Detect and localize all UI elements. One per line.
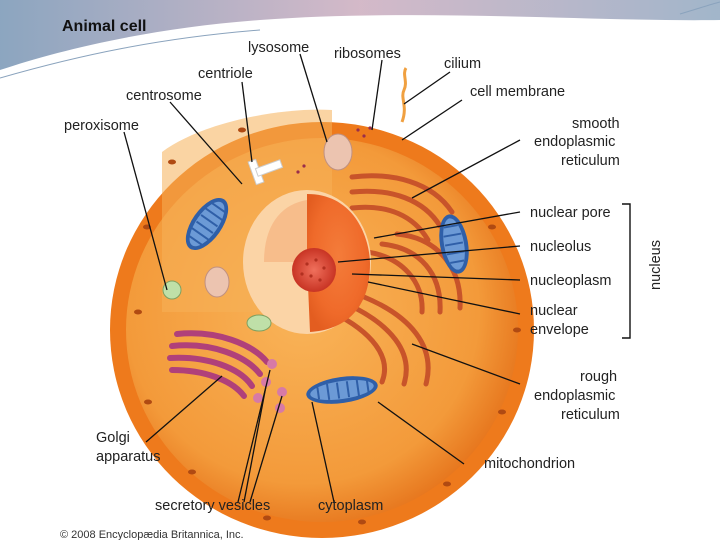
label-lysosome: lysosome [248, 40, 309, 56]
leader-lines [123, 53, 521, 503]
label-cell-membrane: cell membrane [470, 84, 565, 100]
label-rough-er-line3: reticulum [561, 407, 620, 423]
label-centriole: centriole [198, 66, 253, 82]
copyright-credit: © 2008 Encyclopædia Britannica, Inc. [60, 529, 244, 540]
nucleus-bracket [622, 203, 631, 339]
label-nuclear-envelope-line1: nuclear [530, 303, 578, 319]
cilium-shape [400, 67, 408, 123]
slide-accent-swoosh [0, 0, 720, 70]
label-nuclear-pore: nuclear pore [530, 205, 611, 221]
endoplasmic-reticulum [329, 173, 463, 387]
label-smooth-er-line3: reticulum [561, 153, 620, 169]
label-smooth-er-line2: endoplasmic [534, 134, 615, 150]
peroxisome-shape [162, 280, 182, 300]
label-rough-er-line1: rough [580, 369, 617, 385]
golgi-shape [167, 330, 270, 399]
label-centrosome: centrosome [126, 88, 202, 104]
label-nuclear-envelope-line2: envelope [530, 322, 589, 338]
slide-accent-line-right [679, 1, 720, 15]
mitochondrion-left [185, 197, 229, 251]
animal-cell-diagram: Animal cell [60, 18, 664, 540]
nucleolus-texture [300, 258, 326, 282]
diagram-title: Animal cell [62, 18, 146, 35]
animal-cell-figure: Animal cell [52, 12, 672, 540]
label-peroxisome: peroxisome [64, 118, 139, 134]
slide-accent-line [0, 29, 261, 79]
label-nucleus: nucleus [648, 240, 664, 290]
label-ribosomes: ribosomes [334, 46, 401, 62]
nucleoplasm-shape [307, 194, 370, 332]
peroxisome-shape-2 [246, 314, 272, 332]
nucleolus-shape [292, 248, 336, 292]
label-golgi-line2: apparatus [96, 449, 161, 465]
nucleus [243, 190, 371, 334]
label-mitochondrion: mitochondrion [484, 456, 575, 472]
ribosomes-shape [296, 126, 372, 174]
label-nucleolus: nucleolus [530, 239, 591, 255]
nuclear-interior-cut [264, 200, 307, 262]
mitochondria [185, 197, 469, 404]
lysosome-shape-2 [204, 266, 230, 298]
label-rough-er-line2: endoplasmic [534, 388, 615, 404]
mitochondrion-right [439, 214, 469, 274]
label-nucleoplasm: nucleoplasm [530, 273, 611, 289]
label-cytoplasm: cytoplasm [318, 498, 383, 514]
lysosome-shape [323, 133, 353, 171]
label-golgi-line1: Golgi [96, 430, 130, 446]
membrane-pores [134, 127, 521, 525]
mitochondrion-bottom [306, 376, 378, 404]
label-secretory-vesicles: secretory vesicles [155, 498, 270, 514]
label-smooth-er-line1: smooth [572, 116, 620, 132]
label-cilium: cilium [444, 56, 481, 72]
